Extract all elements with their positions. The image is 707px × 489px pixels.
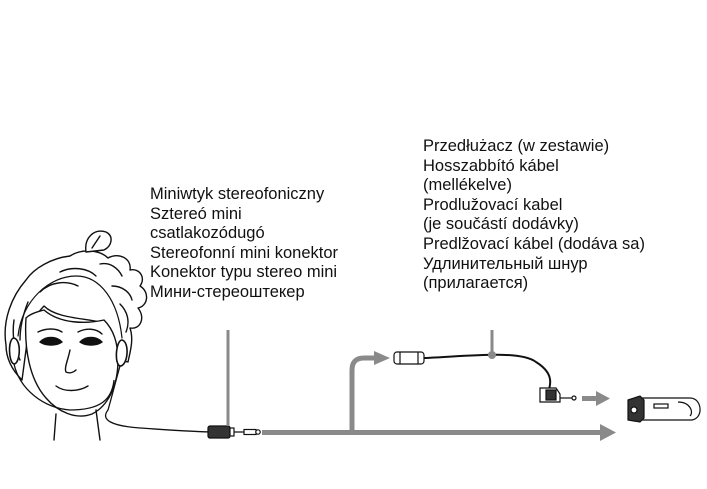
stereo-mini-plug-icon [207, 425, 261, 439]
extension-cable-icon [393, 351, 577, 403]
extension-label-line: (mellékelve) [423, 176, 512, 195]
extension-label-line: Удлинительный шнур [423, 254, 588, 273]
player-device-icon [627, 395, 701, 423]
plug-label-line: Miniwtyk stereofoniczny [150, 185, 325, 203]
extension-label-line: (je součástí dodávky) [423, 215, 579, 234]
extension-callout [488, 330, 496, 359]
extension-label-line: Przedłużacz (w zestawie) [423, 137, 610, 155]
extension-label-line: Prodlužovací kabel [423, 195, 563, 214]
person-with-headphones-icon [4, 230, 148, 441]
extension-label-line: Hosszabbító kábel [423, 156, 559, 175]
plug-label-line: Sztereó mini [150, 204, 242, 223]
plug-label-line: Stereofonní mini konektor [150, 243, 339, 262]
extension-label-line: (прилагается) [423, 274, 529, 293]
headphone-cable [13, 363, 215, 433]
plug-label-line: csatlakozódugó [150, 224, 265, 243]
extension-cable-label: Przedłużacz (w zestawie) Hosszabbító káb… [423, 137, 645, 294]
plug-label-line: Мини-стереоштекер [150, 282, 305, 301]
connection-arrow [262, 351, 616, 441]
plug-label-line: Konektor typu stereo mini [150, 263, 338, 282]
extension-to-device-arrow [582, 391, 610, 406]
extension-label-line: Predlžovací kábel (dodáva sa) [423, 234, 645, 253]
stereo-mini-plug-label: Miniwtyk stereofoniczny Sztereó mini csa… [150, 185, 338, 303]
